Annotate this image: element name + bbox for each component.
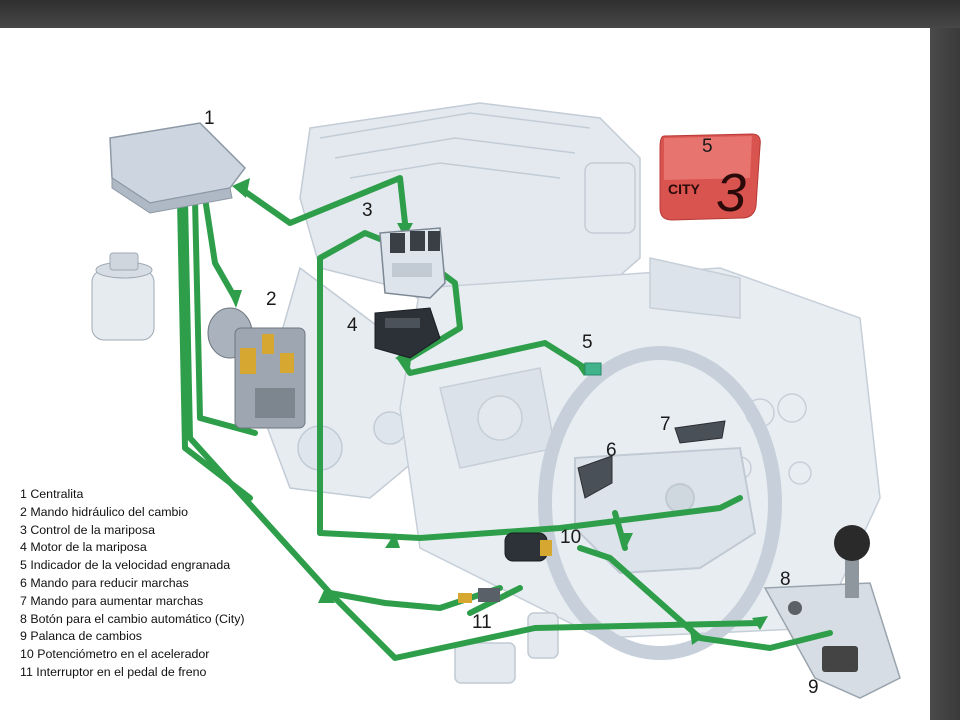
legend-item: 2 Mando hidráulico del cambio xyxy=(20,504,189,519)
callout-1: 1 xyxy=(204,108,215,129)
callout-9: 9 xyxy=(808,677,819,698)
window-right-frame xyxy=(930,28,960,720)
accelerator-potentiometer xyxy=(504,532,552,562)
window-top-frame xyxy=(0,0,960,28)
fluid-reservoir xyxy=(91,252,155,341)
transmission-diagram: CITY 3 1 2 3 4 5 5 6 7 8 9 10 11 xyxy=(91,102,901,699)
legend-item: 8 Botón para el cambio automático (City) xyxy=(20,611,245,626)
gear-console xyxy=(763,525,901,699)
display-gear-digit: 3 xyxy=(716,163,746,223)
callout-7: 7 xyxy=(660,414,671,435)
legend-item: 6 Mando para reducir marchas xyxy=(20,575,189,590)
callout-11: 11 xyxy=(472,612,492,633)
legend-item: 5 Indicador de la velocidad engranada xyxy=(20,558,231,573)
hydraulic-actuator xyxy=(207,307,306,429)
throttle-motor xyxy=(374,307,441,359)
callout-3: 3 xyxy=(362,200,373,221)
dashboard-gear-indicator xyxy=(584,362,602,376)
upshift-paddle xyxy=(674,420,726,444)
callout-8: 8 xyxy=(780,569,791,590)
gear-display: CITY 3 xyxy=(659,133,761,223)
control-unit xyxy=(109,122,246,214)
slide-canvas: CITY 3 1 2 3 4 5 5 6 7 8 9 10 11 1 Centr… xyxy=(0,28,930,720)
component-legend: 1 Centralita 2 Mando hidráulico del camb… xyxy=(20,486,245,682)
legend-item: 9 Palanca de cambios xyxy=(20,629,142,644)
display-mode-text: CITY xyxy=(668,181,701,197)
callout-5-display: 5 xyxy=(702,136,713,157)
callout-6: 6 xyxy=(606,440,617,461)
legend-item: 10 Potenciómetro en el acelerador xyxy=(20,647,210,662)
wire-arrows xyxy=(228,178,768,645)
steering-wheel xyxy=(538,346,782,660)
callout-10: 10 xyxy=(560,527,581,548)
legend-item: 1 Centralita xyxy=(20,487,84,501)
legend-item: 4 Motor de la mariposa xyxy=(20,540,147,555)
downshift-paddle xyxy=(577,455,613,499)
callout-4: 4 xyxy=(347,315,358,336)
callout-5-indicator: 5 xyxy=(582,332,593,353)
legend-item: 7 Mando para aumentar marchas xyxy=(20,593,204,608)
brake-pedal-switch xyxy=(458,588,500,603)
legend-item: 3 Control de la mariposa xyxy=(20,522,155,537)
callout-2: 2 xyxy=(266,289,277,310)
throttle-control xyxy=(379,227,446,299)
pedals-ghost xyxy=(454,612,559,684)
legend-item: 11 Interruptor en el pedal de freno xyxy=(20,664,207,679)
